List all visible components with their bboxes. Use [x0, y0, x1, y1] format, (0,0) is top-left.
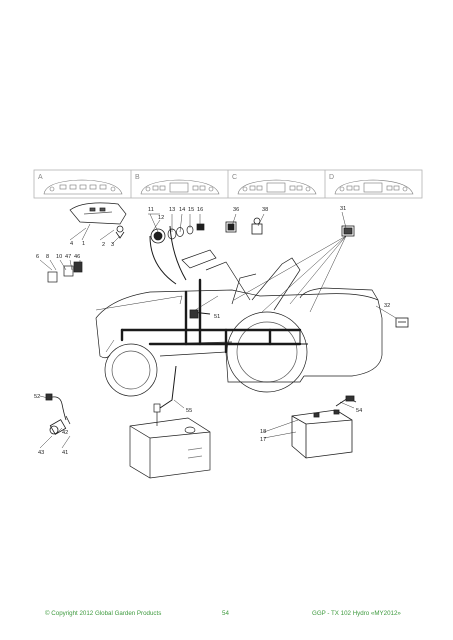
column-support [205, 261, 251, 301]
connector-32 [395, 317, 409, 328]
part-label-4: 4 [70, 241, 73, 247]
fuse-block-46 [47, 261, 83, 283]
part-label-18: 18 [260, 429, 266, 435]
part-label-1: 1 [82, 241, 85, 247]
part-label-47: 47 [65, 254, 71, 260]
relay-36 [225, 221, 237, 233]
rear-wheel [226, 311, 308, 393]
part-label-16: 16 [197, 207, 203, 213]
part-label-14: 14 [179, 207, 185, 213]
ignition-key-2 [115, 225, 125, 239]
part-label-15: 15 [188, 207, 194, 213]
front-wheel-rim [111, 350, 151, 390]
panel-letter-a: A [38, 174, 43, 181]
dashboard-assembly [69, 202, 127, 225]
panel-letter-d: D [329, 174, 334, 181]
part-label-38: 38 [262, 207, 268, 213]
dashboard-panel-a [43, 179, 123, 195]
part-label-10: 10 [56, 254, 62, 260]
part-label-32: 32 [384, 303, 390, 309]
hood-outline [95, 289, 383, 377]
panel-letter-c: C [232, 174, 237, 181]
chassis-outline [159, 351, 305, 383]
seat-outline [299, 287, 379, 301]
part-label-13: 13 [169, 207, 175, 213]
part-label-36: 36 [233, 207, 239, 213]
part-label-52: 52 [34, 394, 40, 400]
dash-support [231, 273, 257, 305]
ignition-switch [150, 228, 166, 244]
dashboard-panel-b [140, 179, 220, 195]
part-label-31: 31 [340, 206, 346, 212]
footer-copyright: © Copyright 2012 Global Garden Products [45, 610, 162, 617]
part-label-17: 17 [260, 437, 266, 443]
battery [291, 395, 357, 459]
dashboard-panel-d [334, 179, 414, 195]
footer-model: GGP - TX 102 Hydro «MY2012» [312, 610, 401, 617]
switch-38 [251, 217, 263, 235]
part-label-3: 3 [111, 242, 114, 248]
part-label-2: 2 [102, 242, 105, 248]
connector-31 [341, 225, 355, 237]
fuel-tank [129, 403, 211, 479]
part-label-42: 42 [62, 430, 68, 436]
dashboard-panel-c [237, 179, 317, 195]
part-label-41: 41 [62, 450, 68, 456]
part-number-labels: 11 12 13 14 15 16 36 38 31 32 4 1 2 3 6 … [34, 206, 390, 456]
part-label-8: 8 [46, 254, 49, 260]
steering-column [181, 249, 217, 269]
secondary-harness-wires [149, 225, 308, 409]
part-label-55: 55 [186, 408, 192, 414]
switch-components [167, 223, 205, 240]
part-label-54: 54 [356, 408, 362, 414]
main-wiring-harness [120, 278, 302, 354]
part-label-12: 12 [158, 215, 164, 221]
part-label-51: 51 [214, 314, 220, 320]
tractor-body-outline [95, 249, 383, 397]
sensor-cable-52 [45, 393, 67, 421]
fender-outline [251, 257, 301, 311]
nose-outline [95, 317, 111, 359]
front-wheel [104, 343, 158, 397]
footer-page-number: 54 [222, 610, 229, 617]
plug-42-43 [49, 415, 71, 435]
dashboard-variants-strip: A B C D [33, 169, 423, 199]
part-label-11: 11 [148, 207, 154, 213]
part-label-6: 6 [36, 254, 39, 260]
panel-letter-b: B [135, 174, 140, 181]
connector-51 [189, 309, 199, 319]
part-label-43: 43 [38, 450, 44, 456]
part-label-46: 46 [74, 254, 80, 260]
